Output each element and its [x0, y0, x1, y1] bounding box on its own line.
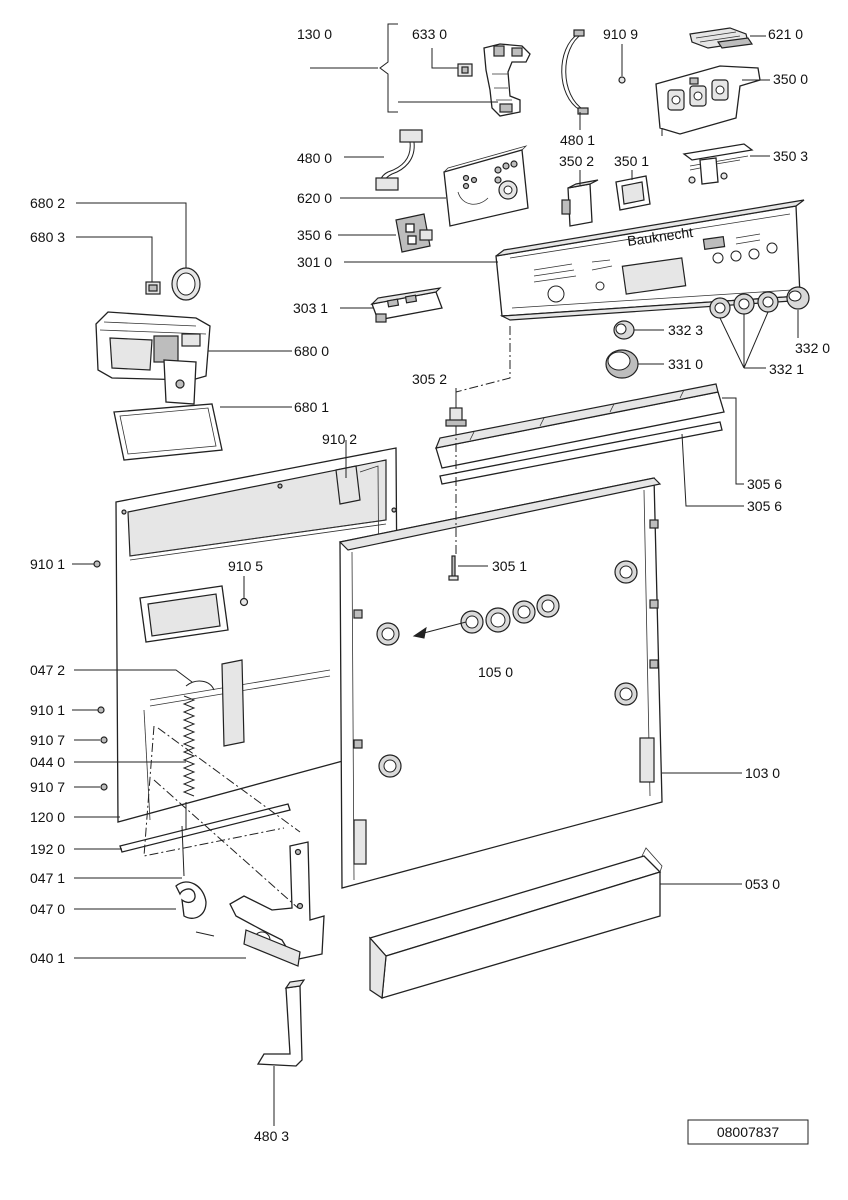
- label-350-1: 350 1: [614, 153, 649, 169]
- label-910-7-lower: 910 7: [30, 779, 65, 795]
- label-130-0: 130 0: [297, 26, 332, 42]
- label-621-0: 621 0: [768, 26, 803, 42]
- part-192-0: [119, 803, 291, 853]
- part-621-0: [689, 27, 754, 49]
- reference-number-box: 08007837: [687, 1119, 809, 1145]
- part-680-1: [113, 403, 223, 461]
- label-910-1-lower: 910 1: [30, 702, 65, 718]
- label-305-1: 305 1: [492, 558, 527, 574]
- label-105-0: 105 0: [478, 664, 513, 680]
- part-047-1: [181, 825, 185, 877]
- label-120-0: 120 0: [30, 809, 65, 825]
- label-910-9: 910 9: [603, 26, 638, 42]
- part-305-2: [445, 407, 467, 427]
- label-680-3: 680 3: [30, 229, 65, 245]
- label-192-0: 192 0: [30, 841, 65, 857]
- part-910-1-screws: [93, 560, 105, 714]
- part-633-0: [457, 63, 473, 77]
- label-305-2: 305 2: [412, 371, 447, 387]
- label-332-0: 332 0: [795, 340, 830, 356]
- label-680-1: 680 1: [294, 399, 329, 415]
- label-350-3: 350 3: [773, 148, 808, 164]
- part-303-1: [370, 287, 443, 323]
- label-633-0: 633 0: [412, 26, 447, 42]
- part-301-0: Bauknecht: [495, 199, 808, 321]
- label-305-6-upper: 305 6: [747, 476, 782, 492]
- part-053-0: [368, 847, 663, 1000]
- leader-lines: [72, 23, 799, 1126]
- part-680-3: [145, 281, 161, 295]
- part-910-9: [618, 76, 626, 84]
- label-680-0: 680 0: [294, 343, 329, 359]
- part-480-0: [375, 129, 423, 191]
- part-350-2: [561, 179, 599, 227]
- part-332-3: [613, 320, 635, 340]
- label-047-0: 047 0: [30, 901, 65, 917]
- part-680-0: [95, 311, 211, 405]
- label-480-0: 480 0: [297, 150, 332, 166]
- label-480-3: 480 3: [254, 1128, 289, 1144]
- label-305-6-lower: 305 6: [747, 498, 782, 514]
- part-910-5: [239, 597, 249, 607]
- label-047-1: 047 1: [30, 870, 65, 886]
- label-044-0: 044 0: [30, 754, 65, 770]
- label-910-2: 910 2: [322, 431, 357, 447]
- part-047-0: [175, 881, 215, 937]
- part-331-0: [605, 349, 639, 379]
- part-350-3: [682, 143, 754, 185]
- label-910-5: 910 5: [228, 558, 263, 574]
- part-350-1: [615, 175, 651, 211]
- label-350-2: 350 2: [559, 153, 594, 169]
- label-680-2: 680 2: [30, 195, 65, 211]
- label-350-0: 350 0: [773, 71, 808, 87]
- label-910-1-upper: 910 1: [30, 556, 65, 572]
- label-040-1: 040 1: [30, 950, 65, 966]
- label-103-0: 103 0: [745, 765, 780, 781]
- callout-labels: 130 0 633 0 910 9 621 0 350 0 480 1 480 …: [30, 26, 830, 1144]
- reference-number: 08007837: [717, 1124, 780, 1140]
- part-480-3: [256, 979, 306, 1067]
- part-350-0: [655, 65, 761, 136]
- label-047-2: 047 2: [30, 662, 65, 678]
- label-301-0: 301 0: [297, 254, 332, 270]
- label-053-0: 053 0: [745, 876, 780, 892]
- part-480-1: [561, 29, 589, 115]
- part-105-0: [460, 594, 560, 634]
- part-305-6-strip: [439, 421, 723, 485]
- label-303-1: 303 1: [293, 300, 328, 316]
- part-130-0: [483, 43, 531, 117]
- label-331-0: 331 0: [668, 356, 703, 372]
- part-305-1: [448, 555, 459, 581]
- label-332-1: 332 1: [769, 361, 804, 377]
- part-910-7-screws: [100, 736, 108, 791]
- label-350-6: 350 6: [297, 227, 332, 243]
- part-044-0: [182, 680, 215, 830]
- label-620-0: 620 0: [297, 190, 332, 206]
- label-332-3: 332 3: [668, 322, 703, 338]
- part-103-0: [338, 477, 663, 889]
- part-332-0: [786, 286, 810, 310]
- part-350-6: [395, 213, 433, 253]
- part-680-2: [171, 267, 201, 301]
- label-910-7-upper: 910 7: [30, 732, 65, 748]
- part-620-0: [443, 145, 529, 227]
- part-305-6-rail: [435, 383, 725, 469]
- label-480-1: 480 1: [560, 132, 595, 148]
- part-040-1: [229, 841, 325, 967]
